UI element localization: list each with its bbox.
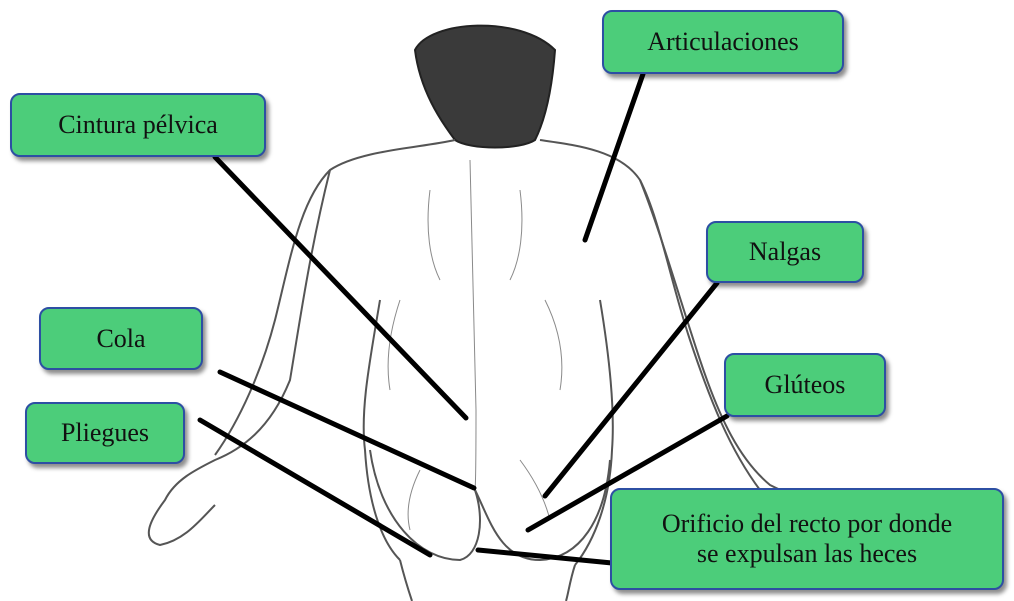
label-cola-text: Cola	[96, 324, 145, 354]
label-cintura-pelvica-text: Cintura pélvica	[58, 110, 218, 140]
label-gluteos: Glúteos	[724, 353, 886, 417]
label-nalgas-text: Nalgas	[749, 237, 821, 267]
leader-pliegues	[200, 420, 430, 555]
label-pliegues: Pliegues	[25, 402, 185, 464]
label-articulaciones-text: Articulaciones	[647, 27, 799, 57]
label-orificio-line1: Orificio del recto por donde	[662, 509, 952, 539]
label-cola: Cola	[39, 307, 203, 370]
label-nalgas: Nalgas	[706, 221, 864, 283]
label-orificio-recto: Orificio del recto por donde se expulsan…	[610, 488, 1004, 590]
leader-cintura-pelvica	[215, 157, 466, 418]
label-pliegues-text: Pliegues	[61, 418, 149, 448]
label-gluteos-text: Glúteos	[765, 370, 846, 400]
label-orificio-line2: se expulsan las heces	[697, 539, 917, 569]
leader-articulaciones	[585, 74, 643, 240]
label-articulaciones: Articulaciones	[602, 10, 844, 74]
label-cintura-pelvica: Cintura pélvica	[10, 93, 266, 157]
leader-orificio	[478, 550, 612, 563]
leader-nalgas	[545, 283, 717, 496]
